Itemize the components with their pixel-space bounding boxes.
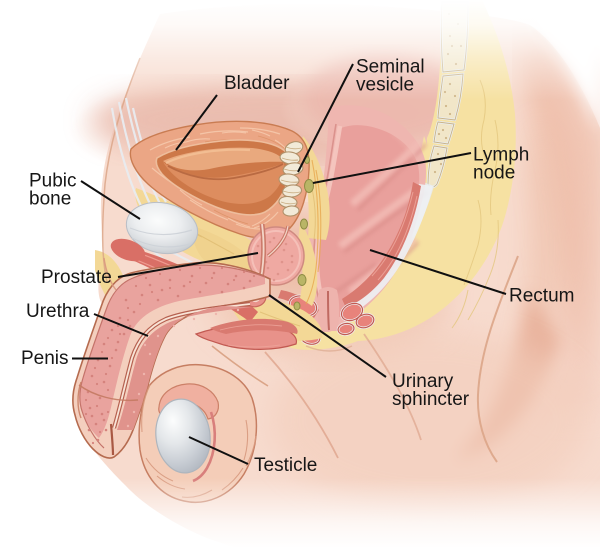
svg-text:sphincter: sphincter	[392, 389, 470, 410]
svg-text:Urethra: Urethra	[26, 301, 90, 322]
svg-text:Lymph: Lymph	[473, 145, 529, 166]
svg-text:Rectum: Rectum	[509, 286, 574, 307]
svg-text:Testicle: Testicle	[254, 455, 317, 476]
svg-text:Urinary: Urinary	[392, 371, 454, 392]
svg-text:node: node	[473, 163, 515, 184]
svg-text:Penis: Penis	[21, 348, 69, 369]
svg-text:bone: bone	[29, 189, 71, 210]
svg-text:Seminal: Seminal	[356, 57, 425, 78]
svg-text:Bladder: Bladder	[224, 73, 290, 94]
svg-text:Pubic: Pubic	[29, 171, 77, 192]
svg-text:Prostate: Prostate	[41, 267, 112, 288]
svg-text:vesicle: vesicle	[356, 75, 414, 96]
